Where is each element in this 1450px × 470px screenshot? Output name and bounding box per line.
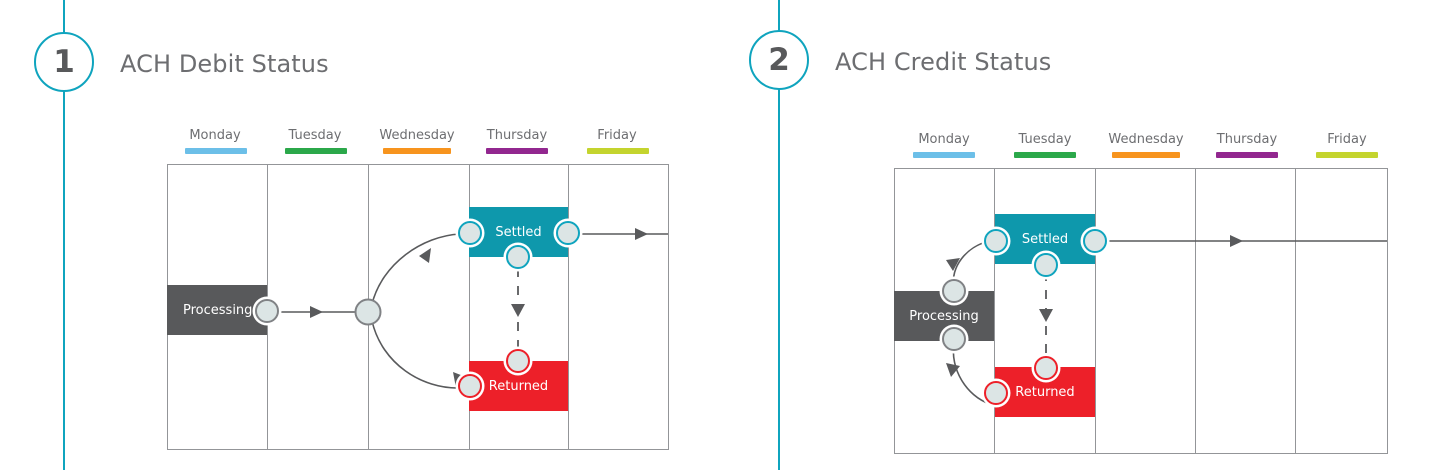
status-label-settled: Settled bbox=[495, 224, 542, 240]
node-settled-return-branch[interactable] bbox=[506, 245, 530, 269]
panel-rail-2 bbox=[778, 0, 780, 470]
arrow-head bbox=[946, 363, 960, 377]
node-settled-return-branch[interactable] bbox=[1034, 253, 1058, 277]
day-header-friday: Friday bbox=[1327, 132, 1367, 147]
node-processing-settled-exit[interactable] bbox=[942, 279, 966, 303]
step-badge-number: 1 bbox=[53, 43, 75, 80]
page-title-1: ACH Debit Status bbox=[120, 50, 329, 78]
status-label-processing: Processing bbox=[183, 302, 253, 318]
day-header-thursday: Thursday bbox=[486, 128, 548, 143]
day-color-bar-monday bbox=[185, 148, 247, 154]
status-label-settled: Settled bbox=[1021, 231, 1069, 247]
panel-ach-credit-status: 2 ACH Credit Status Monday Tuesday Wedne… bbox=[714, 0, 1439, 470]
day-header-monday: Monday bbox=[918, 132, 970, 147]
day-header-tuesday: Tuesday bbox=[288, 128, 342, 143]
arrow-head bbox=[1230, 235, 1243, 247]
arrow-head bbox=[946, 258, 960, 271]
step-badge-number: 2 bbox=[768, 41, 790, 78]
day-header-wednesday: Wednesday bbox=[1108, 132, 1184, 147]
node-settled-exit[interactable] bbox=[556, 221, 580, 245]
day-header-tuesday: Tuesday bbox=[1018, 132, 1072, 147]
day-header-friday: Friday bbox=[597, 128, 637, 143]
arrow-head bbox=[511, 304, 525, 317]
status-box-processing[interactable]: Processing bbox=[167, 285, 267, 335]
arrow-head bbox=[419, 248, 431, 263]
node-returned-entry[interactable] bbox=[984, 381, 1008, 405]
timeline-chart-2: Monday Tuesday Wednesday Thursday Friday bbox=[880, 132, 1389, 454]
timeline-chart-1: Monday Tuesday Wednesday Thursday Friday bbox=[167, 128, 670, 450]
page-title-2: ACH Credit Status bbox=[835, 48, 1052, 76]
panel-ach-debit-status: 1 ACH Debit Status Monday Tuesday Wednes… bbox=[34, 0, 670, 470]
node-settled-exit[interactable] bbox=[1083, 229, 1107, 253]
arrow-head bbox=[635, 228, 648, 240]
node-returned-from-settled[interactable] bbox=[506, 349, 530, 373]
node-processing-returned-exit[interactable] bbox=[942, 327, 966, 351]
day-color-bar-wednesday bbox=[1112, 152, 1180, 158]
day-header-monday: Monday bbox=[189, 128, 241, 143]
day-color-bar-thursday bbox=[486, 148, 548, 154]
day-color-bar-tuesday bbox=[285, 148, 347, 154]
node-processing-exit[interactable] bbox=[255, 299, 279, 323]
timeline-grid-2 bbox=[894, 168, 1388, 454]
status-label-returned: Returned bbox=[488, 378, 549, 394]
day-color-bar-wednesday bbox=[383, 148, 451, 154]
step-badge-2: 2 bbox=[749, 30, 809, 90]
day-color-bar-tuesday bbox=[1014, 152, 1076, 158]
step-badge-1: 1 bbox=[34, 32, 94, 92]
node-branch-hub bbox=[354, 298, 382, 326]
node-settled-entry[interactable] bbox=[458, 221, 482, 245]
day-header-wednesday: Wednesday bbox=[379, 128, 455, 143]
status-label-processing: Processing bbox=[909, 308, 979, 324]
panel-rail-1 bbox=[63, 0, 65, 470]
day-color-bar-friday bbox=[587, 148, 649, 154]
node-returned-entry[interactable] bbox=[458, 374, 482, 398]
day-header-thursday: Thursday bbox=[1216, 132, 1278, 147]
node-returned-from-settled[interactable] bbox=[1034, 356, 1058, 380]
arrow-head bbox=[310, 306, 323, 318]
node-settled-entry[interactable] bbox=[984, 229, 1008, 253]
day-color-bar-thursday bbox=[1216, 152, 1278, 158]
arrow-head bbox=[1039, 309, 1053, 322]
day-color-bar-monday bbox=[913, 152, 975, 158]
day-color-bar-friday bbox=[1316, 152, 1378, 158]
status-label-returned: Returned bbox=[1015, 384, 1075, 400]
